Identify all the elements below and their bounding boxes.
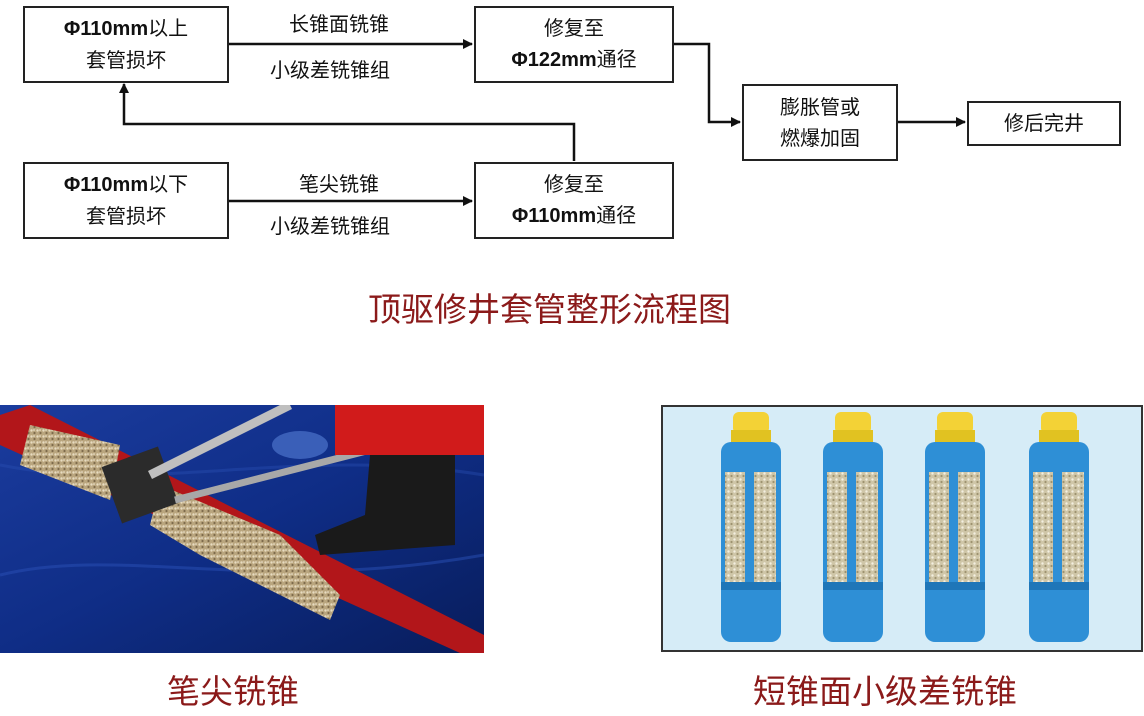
node-repair-110: 修复至 Φ110mm通径 <box>474 162 674 239</box>
arrow-repair110-back-to-above <box>119 83 576 161</box>
diagram-title: 顶驱修井套管整形流程图 <box>368 290 731 329</box>
node-expand-line1: 膨胀管或 <box>780 94 860 119</box>
edge-label-top-lower: 小级差铣锥组 <box>270 58 390 82</box>
node-repair110-size: Φ110mm <box>511 205 597 227</box>
arrow-repair122-to-expand <box>674 42 741 127</box>
node-repair110-line1: 修复至 <box>544 172 604 196</box>
node-repair110-suffix: 通径 <box>596 203 637 227</box>
short-taper-mills-illustration <box>721 412 1089 642</box>
node-below-qualifier: 以下 <box>148 172 189 196</box>
node-above-size: Φ110mm <box>63 18 149 40</box>
node-above-110-damage: Φ110mm以上 套管损坏 <box>23 6 229 83</box>
photo-pencil-mill <box>0 405 484 653</box>
node-complete-text: 修后完井 <box>1004 111 1084 135</box>
edge-label-bottom-lower: 小级差铣锥组 <box>270 214 390 238</box>
node-complete-well: 修后完井 <box>967 101 1121 146</box>
node-above-qualifier: 以上 <box>148 16 189 40</box>
node-repair122-size: Φ122mm <box>511 49 597 71</box>
node-above-desc: 套管损坏 <box>86 48 166 72</box>
node-repair-122: 修复至 Φ122mm通径 <box>474 6 674 83</box>
caption-pencil-mill: 笔尖铣锥 <box>167 672 299 711</box>
caption-short-taper-mills: 短锥面小级差铣锥 <box>753 672 1017 711</box>
node-below-size: Φ110mm <box>63 174 149 196</box>
node-expand-line2: 燃爆加固 <box>780 125 860 150</box>
edge-label-top-upper: 长锥面铣锥 <box>289 12 389 36</box>
photo-short-taper-mills <box>661 405 1143 652</box>
node-below-desc: 套管损坏 <box>86 204 166 228</box>
node-repair122-suffix: 通径 <box>596 47 637 71</box>
pencil-mill-illustration <box>0 405 484 653</box>
node-below-110-damage: Φ110mm以下 套管损坏 <box>23 162 229 239</box>
node-repair122-line1: 修复至 <box>544 16 604 40</box>
edge-label-bottom-upper: 笔尖铣锥 <box>299 172 379 196</box>
node-expand-or-blast: 膨胀管或 燃爆加固 <box>742 84 898 161</box>
